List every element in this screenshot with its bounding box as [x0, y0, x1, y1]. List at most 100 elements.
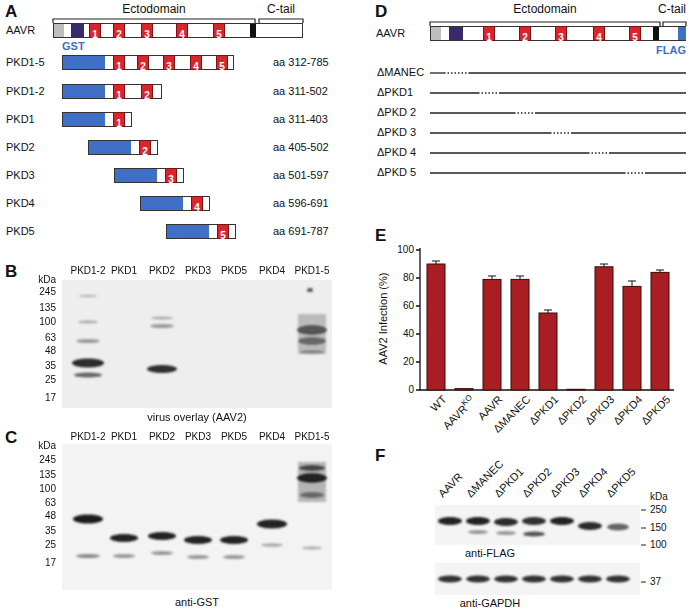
construct-label: PKD1-2	[6, 84, 45, 99]
pkd-domain-box: 4	[190, 55, 202, 70]
domain-number: 2	[144, 89, 150, 102]
panel-letter: B	[5, 262, 17, 282]
pkd-domain-box: 2	[519, 26, 531, 41]
blot-anti-flag	[435, 505, 640, 545]
construct-bar: PKD5aa 691-7875	[166, 224, 236, 239]
label-text: ΔPKD 3	[377, 126, 416, 139]
domain-number: 5	[216, 28, 222, 41]
domain-number: 2	[522, 31, 528, 44]
domain-block	[115, 169, 157, 182]
construct-label: PKD2	[6, 140, 35, 155]
label-text: 63	[45, 332, 56, 344]
bar-chart	[427, 264, 669, 390]
domain-number: 1	[92, 28, 98, 41]
bar-chart	[455, 389, 473, 390]
bar-chart	[488, 276, 496, 279]
bar-chart	[595, 267, 613, 390]
bar-chart	[511, 279, 529, 390]
pkd-domain-box: 1	[89, 23, 101, 38]
construct-label: aa 311-403	[273, 112, 328, 127]
label-text: 80	[403, 272, 414, 284]
label-text: 250	[650, 504, 667, 516]
construct-bar: PKD3aa 501-5973	[114, 168, 184, 183]
deletion-lines	[430, 112, 514, 113]
label-text: kDa	[38, 440, 56, 452]
pkd-domain-box: 1	[113, 55, 125, 70]
blot-anti-gapdh	[438, 576, 462, 583]
domain-block	[653, 27, 659, 40]
blot-anti-flag	[522, 517, 546, 525]
construct-label: aa 311-502	[273, 84, 328, 99]
label-text: PKD4	[259, 431, 285, 443]
construct-label: PKD5	[6, 224, 35, 239]
blot-anti-flag	[607, 524, 629, 531]
deletion-lines	[444, 72, 470, 73]
label-text: 245	[39, 454, 56, 466]
label-text: 100	[397, 244, 414, 256]
lane-label: AAVR	[436, 470, 466, 500]
blot-virus-overlay	[298, 314, 326, 354]
pkd-domain-box: 3	[555, 26, 567, 41]
domain-number: 5	[220, 229, 226, 242]
label-text: 35	[45, 360, 56, 372]
category-text: ΔPKD3	[582, 393, 616, 427]
construct-bar: PKD4aa 596-6914	[140, 196, 210, 211]
ladder-ticks	[641, 510, 646, 582]
blot-anti-gst	[148, 532, 176, 540]
pkd-domain-box: 3	[163, 55, 175, 70]
label-text: 0	[408, 384, 414, 396]
label-text: 40	[403, 328, 414, 340]
blot-anti-gst	[297, 473, 327, 483]
blot-anti-flag	[494, 518, 518, 526]
label-text: 100	[39, 483, 56, 495]
label-text: 35	[45, 525, 56, 537]
label-text: 135	[39, 469, 56, 481]
bar-chart	[600, 264, 608, 267]
blot-virus-overlay	[297, 325, 327, 335]
label-text: Ectodomain	[513, 2, 576, 16]
category-label: ΔPKD1	[526, 393, 561, 428]
pkd-domain-box: 1	[483, 26, 495, 41]
label-text: 150	[650, 522, 667, 534]
bar-chart	[623, 286, 641, 390]
blot-virus-overlay	[300, 350, 324, 354]
domain-block	[449, 27, 463, 40]
blot-anti-gst	[257, 520, 287, 529]
label-text: PKD3	[185, 431, 211, 443]
blot-virus-overlay	[72, 288, 327, 378]
construct-label: aa 501-597	[273, 168, 329, 183]
bar-chart	[539, 313, 557, 390]
label-text: PKD2	[149, 265, 175, 277]
category-label: ΔPKD2	[554, 393, 589, 428]
label-text: 20	[403, 356, 414, 368]
domain-number: 3	[558, 31, 564, 44]
label-text: PKD1	[111, 265, 137, 277]
pkd-domain-box: 5	[213, 23, 225, 38]
label-text: anti-FLAG	[465, 547, 515, 560]
domain-block	[250, 24, 256, 37]
label-text: 17	[45, 392, 56, 404]
blot-anti-flag	[523, 532, 545, 537]
category-text: ΔPKD1	[526, 393, 560, 427]
panel-letter: D	[375, 2, 387, 22]
pkd-domain-box: 2	[137, 55, 149, 70]
category-text: ΔPKD5	[638, 393, 672, 427]
label-text: 25	[45, 539, 56, 551]
domain-number: 4	[179, 28, 185, 41]
pkd-domain-box: 5	[216, 55, 228, 70]
bar-chart	[516, 276, 524, 279]
label-text: virus overlay (AAV2)	[147, 411, 246, 424]
blot-anti-gst	[300, 492, 324, 498]
blot-anti-gst	[223, 555, 245, 559]
pkd-domain-box: 2	[139, 140, 151, 155]
deletion-lines	[430, 152, 588, 153]
label-text: kDa	[650, 491, 668, 503]
blot-anti-gst	[113, 554, 135, 558]
label-text: anti-GST	[175, 596, 219, 609]
domain-block	[678, 27, 686, 40]
domain-number: 1	[116, 89, 122, 102]
blot-anti-gst	[302, 547, 322, 550]
label-text: 100	[39, 316, 56, 328]
bar-chart	[651, 272, 669, 390]
